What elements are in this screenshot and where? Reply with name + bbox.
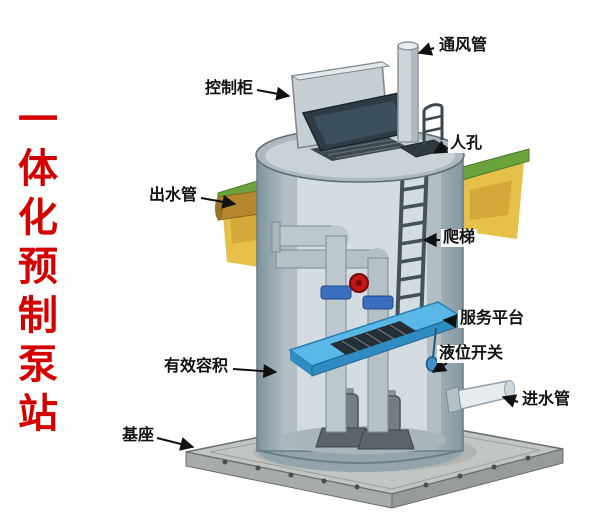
valve-wheel: [349, 273, 369, 293]
effective-volume-arrow: [232, 364, 278, 379]
manhole-arrow: [432, 140, 449, 154]
soil-right: [458, 148, 530, 239]
pipe-coupling-left: [320, 285, 352, 300]
label-inlet-pipe: 进水管: [520, 391, 573, 410]
pipe-coupling-right: [362, 295, 394, 310]
platform-grating: [330, 321, 416, 355]
inlet-pipe-arrow: [501, 394, 519, 408]
tank-bottom-rim: [256, 449, 464, 464]
tank-interior: [278, 168, 446, 454]
vent-pipe-arrow: [417, 42, 435, 56]
label-level-switch: 液位开关: [437, 345, 506, 364]
page-title: 一体化预制泵站: [12, 98, 56, 441]
vent-pipe: [397, 41, 419, 143]
ladder: [395, 157, 429, 331]
anchor-bolts: [222, 455, 531, 490]
label-manhole: 人孔: [448, 135, 485, 154]
label-control-cabinet: 控制柜: [203, 80, 256, 99]
label-service-platform: 服务平台: [458, 310, 527, 329]
service-platform-arrow: [442, 314, 458, 329]
tank-body: [256, 154, 464, 472]
label-base: 基座: [120, 427, 157, 446]
level-switch-arrow: [431, 359, 448, 373]
leader-arrows: [156, 42, 519, 451]
deck-grating: [310, 136, 408, 161]
outlet-pipe-arrow: [200, 194, 237, 209]
control-cabinet-arrow: [256, 86, 291, 101]
label-effective-volume: 有效容积: [162, 358, 231, 377]
label-outlet-pipe: 出水管: [147, 187, 200, 206]
base-arrow: [156, 437, 195, 451]
control-cabinet: [290, 61, 419, 152]
manhole-handrail: [422, 103, 444, 146]
label-vent-pipe: 通风管: [437, 37, 490, 56]
label-ladder: 爬梯: [441, 229, 478, 248]
